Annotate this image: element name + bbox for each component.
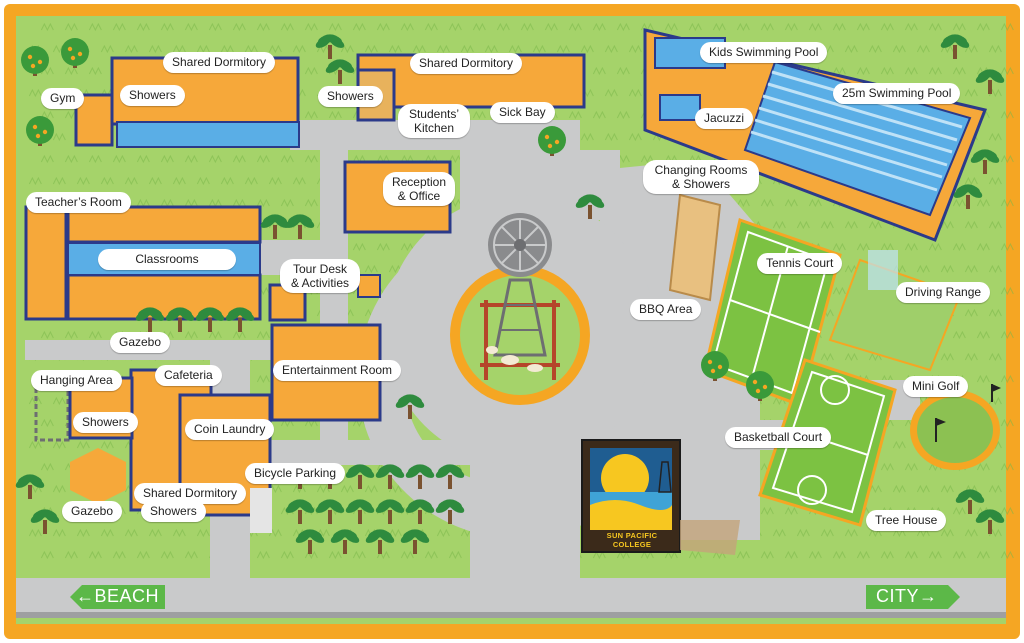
palm-tree-icon [375, 464, 405, 489]
tree-icon [538, 126, 566, 156]
palm-tree-icon [955, 489, 985, 514]
palm-tree-icon [325, 59, 355, 84]
palm-tree-icon [260, 214, 290, 239]
classroom-building-top [66, 205, 262, 244]
gazebo-hex [70, 448, 126, 504]
palm-tree-icon [405, 499, 435, 524]
palm-tree-icon [395, 394, 425, 419]
palm-tree-icon [953, 184, 983, 209]
palm-tree-icon [315, 499, 345, 524]
label-driving-range[interactable]: Driving Range [896, 282, 991, 303]
palm-tree-icon [135, 307, 165, 332]
palm-tree-icon [975, 509, 1005, 534]
label-gazebo-2[interactable]: Gazebo [62, 501, 123, 522]
label-teachers-room[interactable]: Teacher’s Room [26, 192, 131, 213]
main-road [16, 578, 1006, 618]
label-entertainment-room[interactable]: Entertainment Room [273, 360, 402, 381]
palm-tree-icon [315, 34, 345, 59]
label-shared-dormitory-1[interactable]: Shared Dormitory [163, 52, 276, 73]
palm-tree-icon [575, 194, 605, 219]
city-sign-shape [866, 585, 960, 609]
label-changing-rooms[interactable]: Changing Rooms & Showers [643, 160, 759, 194]
label-showers-1[interactable]: Showers [120, 85, 185, 106]
beach-sign-shape [70, 585, 165, 609]
palm-tree-icon [365, 529, 395, 554]
label-gazebo-1[interactable]: Gazebo [110, 332, 171, 353]
palm-tree-icon [345, 464, 375, 489]
palm-tree-icon [345, 499, 375, 524]
palm-tree-icon [435, 499, 465, 524]
palm-tree-icon [975, 69, 1005, 94]
palm-tree-icon [225, 307, 255, 332]
palm-tree-icon [375, 499, 405, 524]
label-shared-dormitory-3[interactable]: Shared Dormitory [134, 483, 247, 504]
palm-tree-icon [285, 214, 315, 239]
label-bicycle-parking[interactable]: Bicycle Parking [245, 463, 346, 484]
palm-tree-icon [195, 307, 225, 332]
palm-tree-icon [15, 474, 45, 499]
palm-tree-icon [940, 34, 970, 59]
label-tree-house[interactable]: Tree House [866, 510, 947, 531]
palm-tree-icon [400, 529, 430, 554]
label-shared-dormitory-2[interactable]: Shared Dormitory [410, 53, 523, 74]
palm-tree-icon [285, 499, 315, 524]
tree-icon [21, 46, 49, 76]
label-mini-golf[interactable]: Mini Golf [903, 376, 969, 397]
label-cafeteria[interactable]: Cafeteria [155, 365, 222, 386]
label-sick-bay[interactable]: Sick Bay [490, 102, 555, 123]
palm-tree-icon [30, 509, 60, 534]
label-25m-pool[interactable]: 25m Swimming Pool [833, 83, 961, 104]
palm-tree-icon [330, 529, 360, 554]
label-coin-laundry[interactable]: Coin Laundry [185, 419, 275, 440]
college-logo-text: SUN PACIFIC COLLEGE [606, 531, 658, 549]
label-showers-2[interactable]: Showers [318, 86, 383, 107]
palm-tree-icon [165, 307, 195, 332]
palm-tree-icon [970, 149, 1000, 174]
label-gym[interactable]: Gym [41, 88, 85, 109]
label-tour-desk[interactable]: Tour Desk & Activities [280, 259, 360, 293]
label-jacuzzi[interactable]: Jacuzzi [695, 108, 754, 129]
bbq-shelter [668, 193, 722, 302]
label-bbq-area[interactable]: BBQ Area [630, 299, 702, 320]
city-sign[interactable]: CITY→ [876, 586, 938, 606]
label-classrooms[interactable]: Classrooms [98, 249, 236, 270]
palm-tree-icon [435, 464, 465, 489]
beach-sign[interactable]: ←BEACH [76, 586, 160, 606]
tree-icon [701, 351, 729, 381]
classroom-building-bottom [66, 273, 262, 321]
label-showers-3[interactable]: Showers [73, 412, 138, 433]
label-tennis-court[interactable]: Tennis Court [757, 253, 843, 274]
palm-tree-icon [405, 464, 435, 489]
label-hanging-area[interactable]: Hanging Area [31, 370, 122, 391]
label-reception[interactable]: Reception & Office [383, 172, 455, 206]
label-basketball-court[interactable]: Basketball Court [725, 427, 832, 448]
palm-tree-icon [295, 529, 325, 554]
jacuzzi-tub [659, 94, 701, 121]
tree-icon [746, 371, 774, 401]
label-students-kitchen[interactable]: Students’ Kitchen [398, 104, 470, 138]
tree-icon [61, 38, 89, 68]
tree-icon [26, 116, 54, 146]
label-showers-4[interactable]: Showers [141, 501, 206, 522]
label-kids-pool[interactable]: Kids Swimming Pool [700, 42, 828, 63]
windmill-icon [486, 213, 552, 372]
